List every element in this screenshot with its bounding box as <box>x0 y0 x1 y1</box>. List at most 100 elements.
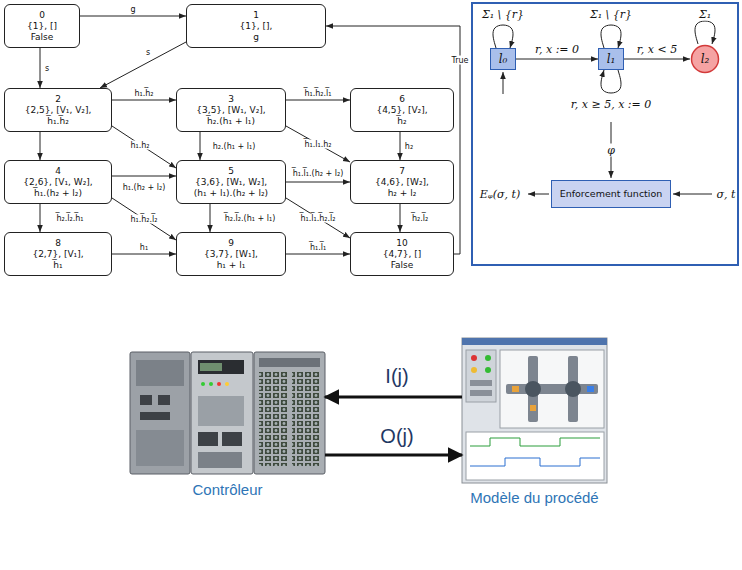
transition-label: h₁.(h₂ + l₂) <box>122 183 167 192</box>
transition-label: Σ₁ <box>698 8 712 21</box>
state-text: {2,5}, [V₁, V₂], <box>25 105 92 116</box>
transition-arrow <box>112 126 176 168</box>
signal-arrow <box>325 396 462 399</box>
transition-label: s <box>145 48 151 57</box>
transition-label: r, x ≥ 5, x := 0 <box>570 98 653 111</box>
state-text: 6 <box>399 94 405 105</box>
state-text: False <box>31 32 54 43</box>
transition-arrow <box>40 48 41 88</box>
transition-label: h̅₁.l̅₁ <box>309 243 327 252</box>
state-text: {1}, [] <box>27 21 57 32</box>
transition-arrow <box>400 204 401 232</box>
state-text: h₂ + l₂ <box>388 188 417 199</box>
picture-caption: Modèle du procédé <box>470 489 598 507</box>
state-text: {3,7}, [W₁], <box>204 249 258 260</box>
transition-arrow <box>112 254 176 255</box>
transition-arrow <box>286 182 350 183</box>
transition-arrow <box>80 16 186 17</box>
transition-arrow <box>210 204 211 232</box>
output-arrow <box>528 194 549 195</box>
state-text: {3,6}, [W₁, W₂], <box>195 177 267 188</box>
transition-arrow <box>40 204 41 232</box>
self-loop <box>601 25 621 48</box>
transition-label: h̅₁.l₁.h₂ <box>303 140 332 149</box>
transition-arrow <box>112 176 176 177</box>
state-box: 0{1}, []False <box>4 4 80 48</box>
transition-label: s <box>44 64 50 73</box>
picture-caption: Contrôleur <box>192 481 262 499</box>
transition-arrow <box>286 100 350 101</box>
transition-arrow <box>112 100 176 101</box>
transition-label: h̅₂.l̅₂ <box>411 214 429 223</box>
state-text: g <box>253 32 259 43</box>
state-text: h̅₁.h̅₂ <box>47 116 69 127</box>
state-box: 4{2,6}, [V₁, W₂],h̅₁.(h₂ + l₂) <box>4 160 112 204</box>
transition-label: g <box>129 5 136 14</box>
input-arrow <box>673 194 712 195</box>
transition-label: h̅₁.h̅₂.l̅₁ <box>303 89 332 98</box>
state-text: 7 <box>399 166 405 177</box>
state-text: 2 <box>55 94 61 105</box>
transition-label: h̅₂.l̅₂.(h₁ + l₁) <box>224 214 277 223</box>
input-signal: σ, t <box>716 188 737 201</box>
state-text: h₁ + l₁ <box>217 260 246 271</box>
state-box: 5{3,6}, [W₁, W₂],(h₁ + l₁).(h₂ + l₂) <box>176 160 286 204</box>
transition-label: r, x < 5 <box>636 43 678 56</box>
state-text: h̅₁.(h₂ + l₂) <box>34 188 82 199</box>
state-text: 0 <box>39 10 45 21</box>
transition-label: h₁.h̅₂ <box>133 89 154 98</box>
state-box: 10{4,7}, []False <box>350 232 454 276</box>
process-model-picture: Modèle du procédé <box>462 338 607 483</box>
state-box: 1{1}, [],g <box>186 4 326 48</box>
state-text: (h₁ + l₁).(h₂ + l₂) <box>194 188 268 199</box>
location-name: l₁ <box>607 52 616 66</box>
state-text: 1 <box>253 10 259 21</box>
self-loop <box>601 70 621 93</box>
state-text: {4,5}, [V₂], <box>376 105 427 116</box>
transition-arrow <box>286 198 350 238</box>
location-box: l₁ <box>598 48 624 70</box>
state-box: 8{2,7}, [V₁],h̅₁ <box>4 232 112 276</box>
transition-label: h₂.(h₁ + l₁) <box>212 142 257 151</box>
location-name: l₂ <box>701 52 710 66</box>
state-box: 7{4,6}, [W₂],h₂ + l₂ <box>350 160 454 204</box>
state-text: {2,7}, [V₁], <box>32 249 83 260</box>
state-text: {4,7}, [] <box>383 249 422 260</box>
state-text: {1}, [], <box>240 21 273 32</box>
state-text: 4 <box>55 166 61 177</box>
state-text: 5 <box>228 166 234 177</box>
state-text: h̅₁ <box>53 260 62 271</box>
transition-arrow <box>400 132 401 160</box>
transition-arrow <box>286 254 350 255</box>
transition-label: Σ₁ \ {r} <box>589 8 633 21</box>
initial-arrow <box>503 72 504 94</box>
controller-picture: Contrôleur <box>130 350 325 475</box>
transition-arrow <box>200 132 201 160</box>
transition-label: h₂ <box>404 142 414 151</box>
state-text: False <box>391 260 414 271</box>
state-box: 2{2,5}, [V₁, V₂],h̅₁.h̅₂ <box>4 88 112 132</box>
process-model-screenshot <box>462 338 607 483</box>
transition-arrow <box>40 132 41 160</box>
transition-arrow <box>516 59 598 60</box>
state-text: {4,6}, [W₂], <box>375 177 429 188</box>
transition-label: h₁.h̅₂.l̅₂ <box>129 215 158 224</box>
state-text: 9 <box>228 238 234 249</box>
function-box: Enforcement function <box>551 180 671 208</box>
state-text: {2,6}, [V₁, W₂], <box>23 177 92 188</box>
state-box: 3{3,5}, [W₁, V₂],h̅₂.(h₁ + l₁) <box>176 88 286 132</box>
transition-label: h₁ <box>139 243 149 252</box>
transition-label: h̅₁.l̅₁.(h₂ + l₂) <box>292 169 345 178</box>
transition-arrow <box>624 59 690 60</box>
transition-arrow <box>326 26 460 254</box>
self-loop <box>493 25 513 48</box>
state-text: h̅₂.(h₁ + l₁) <box>207 116 255 127</box>
function-name: Enforcement function <box>560 188 663 200</box>
signal-name: O(j) <box>379 425 414 448</box>
transition-label: h̅₂.l̅₂.h̅₁ <box>55 214 84 223</box>
state-text: 8 <box>55 238 61 249</box>
self-loop <box>695 21 715 44</box>
state-text: 10 <box>396 238 407 249</box>
transition-label: True <box>451 56 470 65</box>
state-text: h̅₂ <box>397 116 406 127</box>
